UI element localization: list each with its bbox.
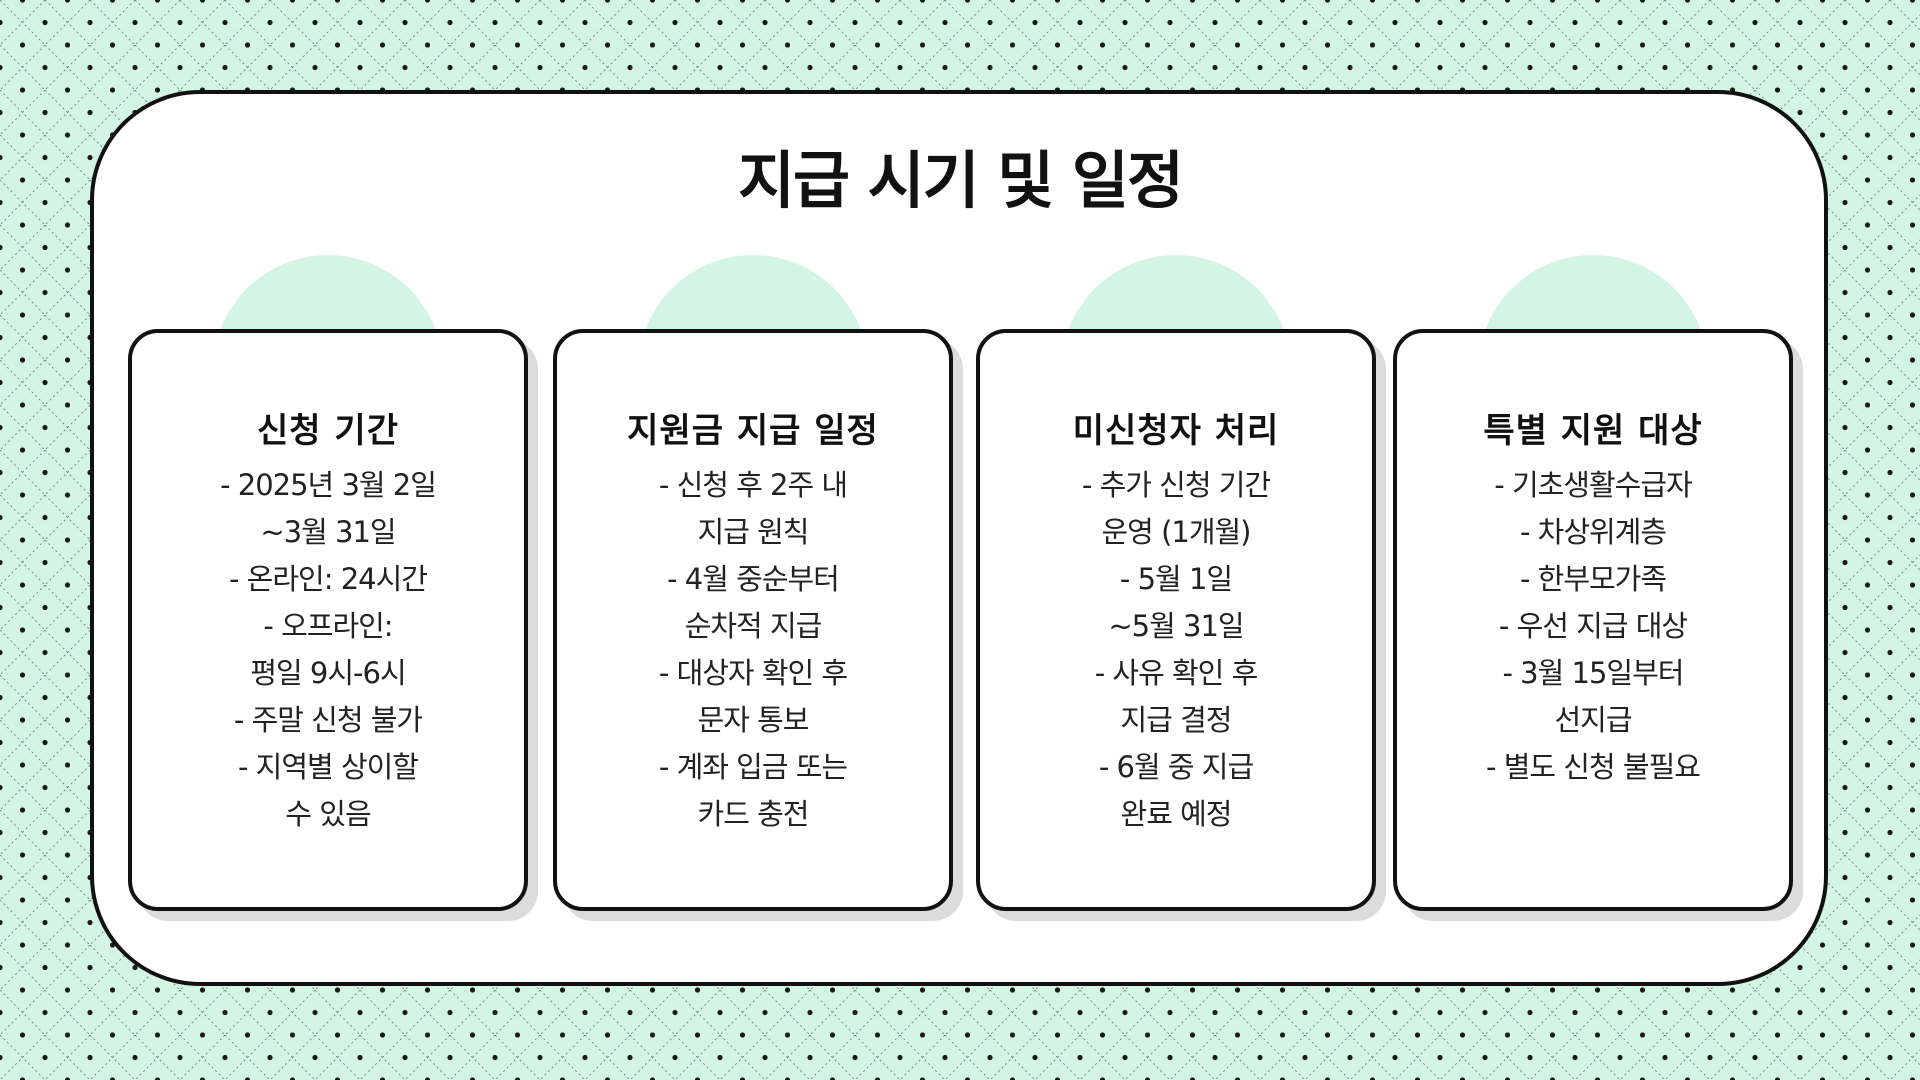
card-line: 카드 충전 [697,797,810,831]
card-line: 문자 통보 [697,703,810,737]
card-line: - 한부모가족 [1519,562,1667,596]
card-line: - 추가 신청 기간 [1081,468,1271,502]
card-line: - 우선 지급 대상 [1498,609,1688,643]
card-line: - 5월 1일 [1119,562,1233,596]
card-title: 특별 지원 대상 [1483,411,1703,451]
card-line: - 6월 중 지급 [1098,750,1254,784]
card-line: 순차적 지급 [684,609,823,643]
card: 신청 기간 - 2025년 3월 2일 ~3월 31일 - 온라인: 24시간 … [128,329,528,911]
card-application-period: 신청 기간 - 2025년 3월 2일 ~3월 31일 - 온라인: 24시간 … [128,255,538,921]
card-line: 완료 예정 [1120,797,1233,831]
card-line: - 대상자 확인 후 [658,656,848,690]
card-line: - 차상위계층 [1519,515,1667,549]
card-line: - 3월 15일부터 [1502,656,1685,690]
card-line: 수 있음 [285,797,371,831]
card: 지원금 지급 일정 - 신청 후 2주 내 지급 원칙 - 4월 중순부터 순차… [553,329,953,911]
card-line: - 2025년 3월 2일 [220,468,437,502]
card: 특별 지원 대상 - 기초생활수급자 - 차상위계층 - 한부모가족 - 우선 … [1393,329,1793,911]
card-title: 지원금 지급 일정 [627,411,879,451]
card-line: - 4월 중순부터 [667,562,840,596]
card: 미신청자 처리 - 추가 신청 기간 운영 (1개월) - 5월 1일 ~5월 … [976,329,1376,911]
card-line: 선지급 [1554,703,1632,737]
card-line: - 오프라인: [263,609,393,643]
card-special-support: 특별 지원 대상 - 기초생활수급자 - 차상위계층 - 한부모가족 - 우선 … [1393,255,1803,921]
card-title: 미신청자 처리 [1072,411,1280,451]
card-title: 신청 기간 [257,411,399,451]
card-line: 지급 원칙 [697,515,810,549]
card-lines: - 기초생활수급자 - 차상위계층 - 한부모가족 - 우선 지급 대상 - 3… [1397,462,1789,791]
card-lines: - 2025년 3월 2일 ~3월 31일 - 온라인: 24시간 - 오프라인… [132,462,524,838]
card-line: - 지역별 상이할 [238,750,419,784]
card-line: 운영 (1개월) [1101,515,1251,549]
card-line: - 주말 신청 불가 [233,703,423,737]
card-line: ~5월 31일 [1108,609,1244,643]
card-lines: - 신청 후 2주 내 지급 원칙 - 4월 중순부터 순차적 지급 - 대상자… [557,462,949,838]
card-non-applicants: 미신청자 처리 - 추가 신청 기간 운영 (1개월) - 5월 1일 ~5월 … [976,255,1386,921]
card-line: - 별도 신청 불필요 [1486,750,1701,784]
card-line: - 사유 확인 후 [1094,656,1259,690]
card-line: - 기초생활수급자 [1494,468,1692,502]
card-lines: - 추가 신청 기간 운영 (1개월) - 5월 1일 ~5월 31일 - 사유… [980,462,1372,838]
card-line: 평일 9시-6시 [250,656,406,690]
card-line: - 온라인: 24시간 [229,562,428,596]
card-line: - 신청 후 2주 내 [658,468,848,502]
card-payment-schedule: 지원금 지급 일정 - 신청 후 2주 내 지급 원칙 - 4월 중순부터 순차… [553,255,963,921]
page-title: 지급 시기 및 일정 [737,144,1184,217]
card-line: - 계좌 입금 또는 [658,750,848,784]
card-line: 지급 결정 [1120,703,1233,737]
card-line: ~3월 31일 [260,515,396,549]
